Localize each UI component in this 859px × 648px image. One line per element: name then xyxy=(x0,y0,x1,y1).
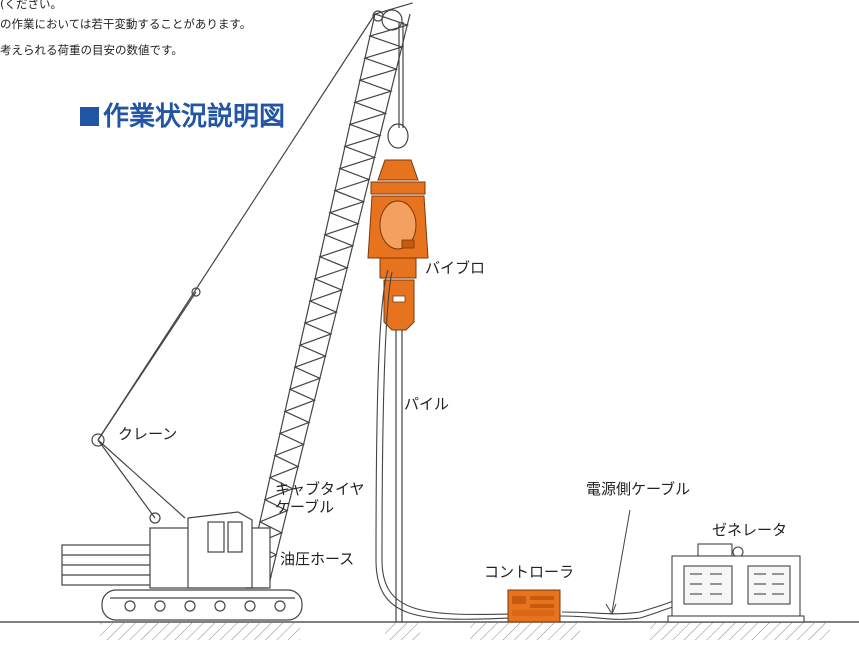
page-title: 作業状況説明図 xyxy=(80,96,285,133)
generator-drawing xyxy=(667,543,805,623)
label-cabtyre-cable: キャブタイヤ ケーブル xyxy=(275,480,365,516)
label-controller: コントローラ xyxy=(484,563,575,581)
note-line-1: (ください。 xyxy=(0,0,62,11)
cable-lines xyxy=(375,269,677,620)
controller-box-drawing xyxy=(507,589,561,623)
label-pile: パイル xyxy=(404,395,450,413)
title-text: 作業状況説明図 xyxy=(103,102,286,132)
pile-drawing xyxy=(395,330,403,622)
title-square-icon xyxy=(80,107,99,126)
ground xyxy=(0,621,859,640)
crane-drawing xyxy=(61,2,413,621)
vibro-hammer-drawing xyxy=(367,159,429,331)
label-generator: ゼネレータ xyxy=(712,521,788,539)
label-vibro: バイブロ xyxy=(425,259,486,277)
note-line-3: 考えられる荷重の目安の数値です。 xyxy=(0,43,183,57)
note-line-2: の作業においては若干変動することがあります。 xyxy=(0,17,252,31)
label-hydraulic-hose: 油圧ホース xyxy=(280,550,355,568)
label-crane: クレーン xyxy=(118,425,178,443)
label-power-cable: 電源側ケーブル xyxy=(586,480,691,498)
